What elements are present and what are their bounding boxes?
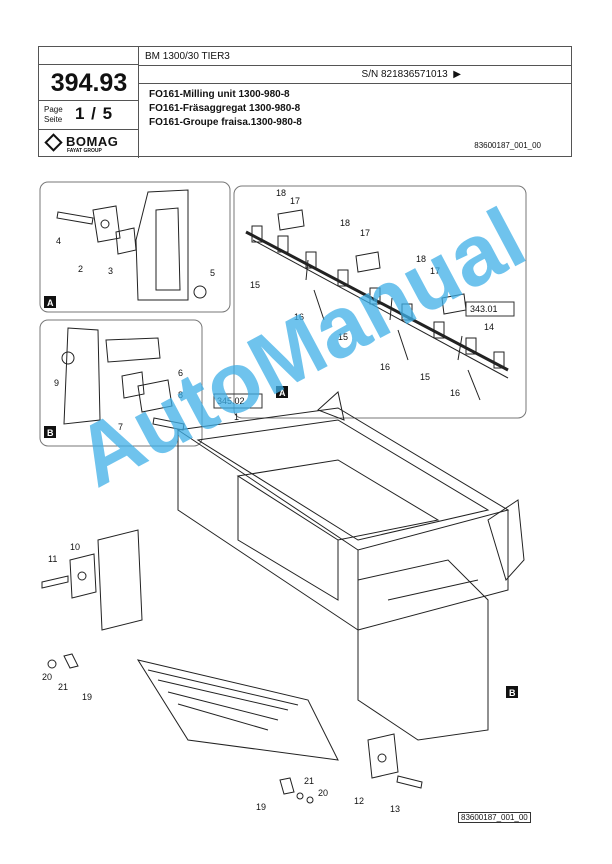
bracket-b [63,327,101,425]
page-row: Page Seite 1 / 5 [39,101,139,130]
plate-12 [367,733,399,779]
callout-17c: 17 [430,266,440,276]
callout-16b: 16 [380,362,390,372]
seite-label: Seite [44,115,63,124]
plate-6 [137,379,173,413]
frame-top [176,407,510,551]
exploded-parts-drawing: 4 2 3 5 9 6 8 7 18 17 18 17 18 17 15 16 … [39,181,527,814]
logo-sub: FAYAT GROUP [67,148,102,154]
title-french: FO161-Groupe fraisa.1300-980-8 [149,117,302,128]
callout-16a: 16 [294,312,304,322]
inner-box [236,459,440,541]
model-name: BM 1300/30 TIER3 [145,51,230,62]
ref-box-343 [465,301,515,317]
title-block: 394.93 Page Seite 1 / 5 BOMAG FAYAT GROU… [38,46,572,158]
callout-11: 11 [48,554,57,564]
title-german: FO161-Fräsaggregat 1300-980-8 [149,103,301,114]
callout-14: 14 [484,322,494,332]
rail-15 [245,230,509,372]
rail-detail-frame [233,185,527,419]
callout-18c: 18 [416,254,426,264]
bolt-11 [41,575,69,589]
washer-21 [63,653,79,669]
callout-7: 7 [118,422,123,432]
washer-19b [279,777,295,795]
callout-12: 12 [354,796,364,806]
bomag-diamond-icon [44,133,63,152]
logo-text: BOMAG [66,134,119,149]
page-number: 394.93 [39,65,139,101]
title-english: FO161-Milling unit 1300-980-8 [149,89,290,100]
bomag-logo: BOMAG FAYAT GROUP [39,130,139,158]
detail-a-frame [39,181,231,313]
callout-18b: 18 [340,218,350,228]
callout-3: 3 [108,266,113,276]
block-6 [121,371,145,399]
callout-2: 2 [78,264,83,274]
drawing-ref-top: 83600187_001_00 [474,141,541,150]
callout-6: 6 [178,368,183,378]
detail-b-frame [39,319,203,447]
block-10 [69,553,97,599]
marker-a-detail: A [47,298,54,308]
callout-19a: 19 [82,692,92,702]
marker-b-main: B [509,688,516,698]
callout-19b: 19 [256,802,266,812]
callout-21a: 21 [58,682,68,692]
left-plate [97,529,143,631]
callout-18a: 18 [276,188,286,198]
ref-345: 345.02 [217,396,245,406]
marker-a-main: A [279,388,286,398]
frame-side [177,430,359,631]
title-block-left: 394.93 Page Seite 1 / 5 BOMAG FAYAT GROU… [39,47,139,158]
callout-15b: 15 [338,332,348,342]
washer-20 [47,659,57,669]
callout-16c: 16 [450,388,460,398]
callout-21b: 21 [304,776,314,786]
serial-number: S/N 821836571013 ▶ [361,69,461,80]
page-count: 1 / 5 [75,104,114,123]
hood [136,659,339,761]
callout-17b: 17 [360,228,370,238]
wing-top [317,391,345,421]
wing-right [487,499,525,581]
callout-17a: 17 [290,196,300,206]
callout-8: 8 [178,390,183,400]
callout-10: 10 [70,542,80,552]
callout-20b: 20 [318,788,328,798]
nut-9 [61,351,75,365]
nut-5 [193,285,207,299]
callout-15c: 15 [420,372,430,382]
callout-9: 9 [54,378,59,388]
plate-2 [92,205,121,243]
ref-343: 343.01 [470,304,498,314]
callout-4: 4 [56,236,61,246]
stud-16 [313,289,325,321]
bolt-4 [56,211,94,225]
callout-15a: 15 [250,280,260,290]
ref-box-345 [213,393,263,409]
callout-13: 13 [390,804,400,814]
detail-markers: A B A B [44,296,518,698]
bolt-8 [152,417,185,431]
drawing-ref-bottom: 83600187_001_00 [458,812,531,823]
page-label: Page [44,105,63,114]
bolt-13 [396,775,423,789]
callout-20a: 20 [42,672,52,682]
callout-5: 5 [210,268,215,278]
callout-1: 1 [234,412,239,422]
side-box [357,559,489,741]
bracket-a [135,189,189,301]
marker-b-detail: B [47,428,54,438]
